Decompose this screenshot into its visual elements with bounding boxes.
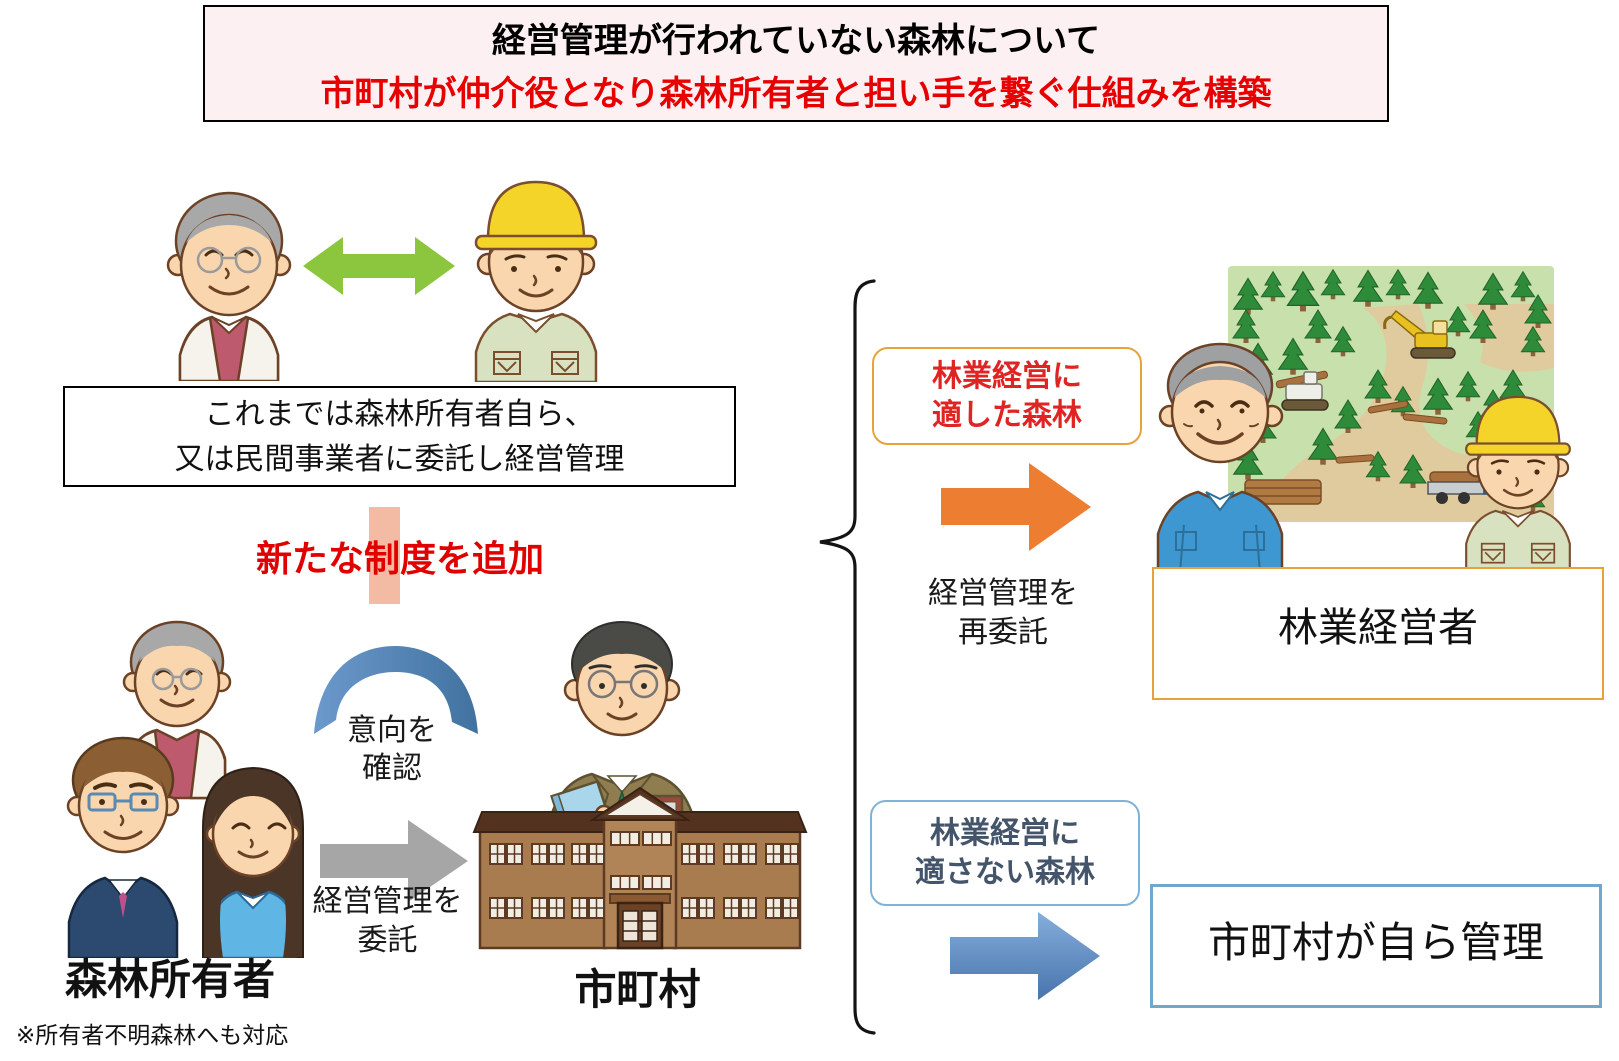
past-system-line-2: 又は民間事業者に委託し経営管理 xyxy=(174,442,625,476)
entrust-arrow-icon xyxy=(320,820,468,902)
intent-label: 意向を 確認 xyxy=(347,714,437,785)
new-system-label: 新たな制度を追加 xyxy=(255,538,544,579)
title-line-1: 経営管理が行われていない森林について xyxy=(491,21,1101,60)
elderly-owner-illustration xyxy=(166,191,292,381)
past-system-line-1: これまでは森林所有者自ら、 xyxy=(204,397,595,431)
suitable-forest-box: 林業経営に 適した森林 xyxy=(872,347,1142,445)
town-hall-illustration xyxy=(472,786,808,950)
self-manage-box: 市町村が自ら管理 xyxy=(1150,884,1602,1008)
re-entrust-arrow-icon xyxy=(941,463,1091,551)
operator-elder-illustration xyxy=(1156,342,1284,572)
self-manage-label: 市町村が自ら管理 xyxy=(1207,919,1544,966)
title-box: 経営管理が行われていない森林について 市町村が仲介役となり森林所有者と担い手を繋… xyxy=(203,5,1389,122)
past-system-box: これまでは森林所有者自ら、 又は民間事業者に委託し経営管理 xyxy=(63,386,736,487)
operator-worker-illustration xyxy=(1465,395,1571,571)
municipality-label: 市町村 xyxy=(574,966,701,1013)
forestry-operator-label: 林業経営者 xyxy=(1278,606,1478,650)
split-brace-icon xyxy=(819,279,876,1035)
re-entrust-label: 経営管理を 再委託 xyxy=(928,577,1078,649)
entrust-label: 経営管理を 委託 xyxy=(312,885,463,957)
title-line-2: 市町村が仲介役となり森林所有者と担い手を繋ぐ仕組みを構築 xyxy=(320,74,1272,113)
forestry-worker-illustration xyxy=(474,180,598,382)
two-way-arrow-icon xyxy=(303,237,455,295)
self-manage-arrow-icon xyxy=(950,912,1100,1000)
unsuitable-forest-box: 林業経営に 適さない森林 xyxy=(870,800,1140,906)
forestry-operator-box: 林業経営者 xyxy=(1152,567,1604,700)
forest-owners-group-illustration xyxy=(66,620,304,958)
forest-owners-label: 森林所有者 xyxy=(64,956,275,1003)
unknown-owner-note: ※所有者不明森林へも対応 xyxy=(16,1022,289,1048)
intent-arc-arrow-icon xyxy=(314,646,478,734)
new-system-highlight-bar xyxy=(369,507,400,604)
